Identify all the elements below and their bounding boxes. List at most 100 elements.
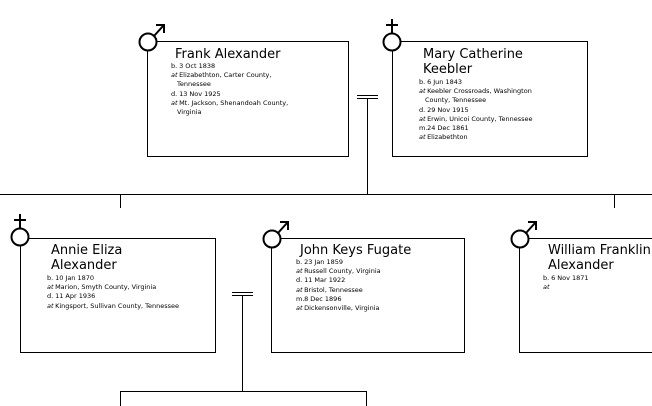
fact-key: d. <box>419 105 426 114</box>
fact-row: at Kingsport, Sullivan County, Tennessee <box>47 302 179 311</box>
male-symbol-icon <box>510 221 537 249</box>
fact-row: b. 3 Oct 1838 <box>171 62 288 71</box>
fact-row: b. 6 Jun 1843 <box>419 78 532 87</box>
fact-key: b. <box>419 78 426 86</box>
sibling-drop-left <box>120 194 121 208</box>
fact-row: at Russell County, Virginia <box>296 267 381 276</box>
female-symbol-icon <box>10 214 30 247</box>
fact-row: d. 13 Nov 1925 <box>171 90 288 99</box>
person-name-line: Annie Eliza <box>51 243 123 258</box>
fact-value: 29 Nov 1915 <box>425 105 469 114</box>
grandchild-bar <box>120 391 367 392</box>
male-symbol-icon <box>262 221 289 249</box>
person-name-line: John Keys Fugate <box>300 243 412 258</box>
fact-row: at Marion, Smyth County, Virginia <box>47 283 179 292</box>
person-name: Frank Alexander <box>175 47 281 62</box>
child-marriage-line <box>232 292 253 293</box>
fact-key: d. <box>296 276 303 285</box>
fact-value: Keebler Crossroads, Washington <box>425 87 532 96</box>
fact-key: at <box>419 133 426 142</box>
fact-value: 8 Dec 1896 <box>302 294 342 303</box>
sibling-drop-right <box>614 194 615 208</box>
fact-value: Russell County, Virginia <box>302 267 381 276</box>
fact-value: Erwin, Unicoi County, Tennessee <box>425 114 533 123</box>
fact-value: County, Tennessee <box>425 96 487 105</box>
fact-value: 24 Dec 1861 <box>425 124 469 133</box>
fact-value: Virginia <box>177 108 202 117</box>
fact-value: Elizabethton, Carter County, <box>177 71 272 80</box>
parents-marriage-line <box>357 95 378 96</box>
fact-value: 3 Oct 1838 <box>177 62 216 70</box>
fact-row: b. 6 Nov 1871 <box>543 274 589 283</box>
fact-value: 6 Jun 1843 <box>425 78 463 86</box>
fact-key: b. <box>47 274 54 282</box>
female-symbol-icon <box>382 19 402 52</box>
fact-row: at Elizabethton, Carter County, <box>171 71 288 80</box>
fact-key: d. <box>171 89 178 98</box>
fact-key: at <box>296 267 303 276</box>
fact-row: d. 11 Mar 1922 <box>296 276 381 285</box>
fact-row: b. 23 Jan 1859 <box>296 258 381 267</box>
fact-value: Marion, Smyth County, Virginia <box>53 283 157 292</box>
grandchild-drop-left <box>120 391 121 406</box>
fact-row: at <box>543 283 589 292</box>
sibling-bar <box>0 194 652 195</box>
fact-value: Bristol, Tennessee <box>302 285 363 294</box>
fact-value: Elizabethton <box>425 133 468 142</box>
fact-value: Kingsport, Sullivan County, Tennessee <box>53 301 180 310</box>
fact-key: at <box>171 71 178 80</box>
person-name-line: Keebler <box>423 62 473 77</box>
fact-value: 6 Nov 1871 <box>549 274 589 282</box>
fact-key: b. <box>171 62 178 70</box>
person-name-line: Alexander <box>548 258 614 273</box>
fact-key: at <box>419 114 426 123</box>
fact-row: Tennessee <box>171 80 288 89</box>
person-name-line: Frank Alexander <box>175 47 281 62</box>
fact-key: at <box>47 301 54 310</box>
fact-key: b. <box>543 274 550 282</box>
fact-row: at Erwin, Unicoi County, Tennessee <box>419 115 532 124</box>
fact-value: Mt. Jackson, Shenandoah County, <box>177 98 289 107</box>
fact-row: b. 10 Jan 1870 <box>47 274 179 283</box>
fact-row: m. 24 Dec 1861 <box>419 124 532 133</box>
child-descent-line <box>242 295 243 392</box>
fact-value: 11 Mar 1922 <box>302 276 346 285</box>
person-name-line: Alexander <box>51 258 117 273</box>
fact-key: at <box>296 285 303 294</box>
male-symbol-icon <box>138 24 165 52</box>
fact-row: at Keebler Crossroads, Washington <box>419 87 532 96</box>
fact-key: d. <box>47 292 54 301</box>
fact-key: at <box>543 283 550 292</box>
fact-row: d. 29 Nov 1915 <box>419 106 532 115</box>
fact-key: at <box>296 304 303 313</box>
fact-key: at <box>47 283 54 292</box>
fact-value: 13 Nov 1925 <box>177 89 221 98</box>
fact-value: 10 Jan 1870 <box>53 274 95 282</box>
fact-value: Dickensonville, Virginia <box>302 304 380 313</box>
fact-row: at Mt. Jackson, Shenandoah County, <box>171 99 288 108</box>
fact-row: at Dickensonville, Virginia <box>296 304 381 313</box>
person-name-line: William Franklin <box>548 243 651 258</box>
fact-key: m. <box>419 124 428 133</box>
fact-value: Tennessee <box>177 80 211 89</box>
fact-row: at Bristol, Tennessee <box>296 286 381 295</box>
fact-row: at Elizabethton <box>419 133 532 142</box>
person-name: John Keys Fugate <box>300 243 411 258</box>
fact-row: County, Tennessee <box>419 96 532 105</box>
fact-value: 23 Jan 1859 <box>302 258 344 266</box>
fact-row: m. 8 Dec 1896 <box>296 295 381 304</box>
fact-row: Virginia <box>171 108 288 117</box>
